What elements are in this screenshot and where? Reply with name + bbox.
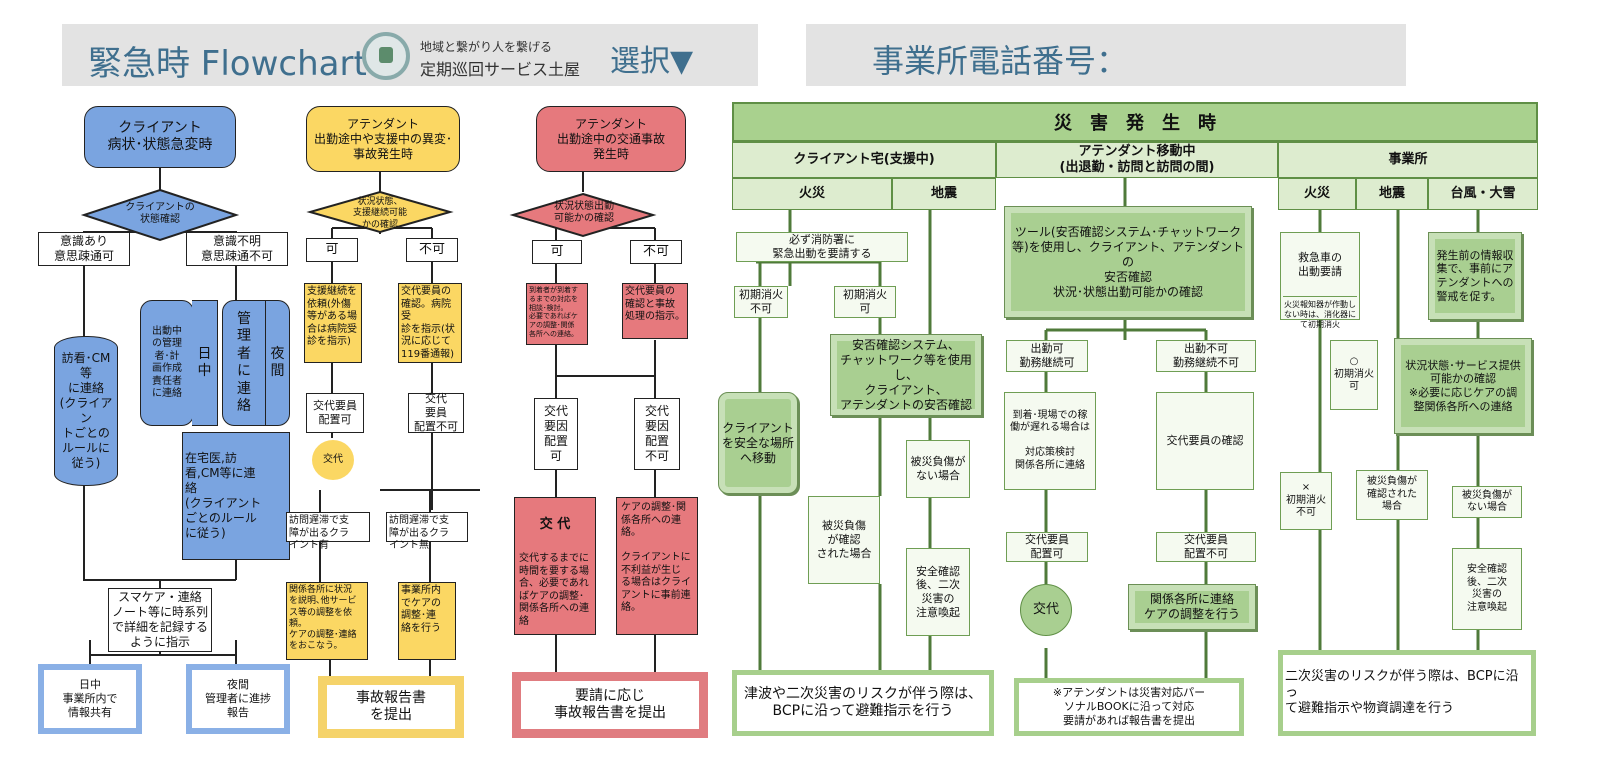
traffic-swap-card: 交 代 交代するまでに 時間を要する場 合、必要であれ ばケアの調整･ 関係各所… [514, 497, 596, 635]
traffic-report: 要請に応じ 事故報告書を提出 [512, 672, 708, 738]
office-alert: 安全確認 後、二次 災害の 注意喚起 [1452, 548, 1522, 630]
attendant-swap: 交代 [312, 440, 354, 480]
traffic-start: アテンダント 出勤途中の交通事故 発生時 [536, 106, 686, 172]
tagline: 地域と繋がり人を繋げる [420, 40, 553, 54]
select-dropdown[interactable]: 選択▼ [610, 44, 694, 79]
client-nurse-contact: 訪看･CM 等 に連絡 (クライアン トごとの ルールに 従う) [54, 336, 118, 486]
traffic-no-note: 交代要員の 確認と事故 処理の指示。 [622, 283, 688, 339]
attendant-sub-ok: 交代要員 配置可 [306, 393, 364, 433]
client-night: 夜 間 [266, 300, 290, 426]
attendant-note-yes: 関係各所に状況 を説明､他サービ ス等の調整を依 頼。 ケアの調整･連絡 をおこ… [286, 582, 368, 660]
injury-yes: 被災負傷 が確認 された場合 [808, 496, 880, 584]
brand-name: 定期巡回サービス土屋 [420, 60, 581, 79]
office-injury-no: 被災負傷が ない場合 [1452, 486, 1522, 518]
attendant-late-no: 訪問遅滞で支 障が出るクラ イント無 [386, 512, 468, 551]
traffic-factor-ng: 交代 要因 配置 不可 [634, 398, 680, 470]
injury-no: 被災負傷が ない場合 [906, 440, 970, 498]
traffic-yes-note: 到着者が到着す るまでの対応を 相談･検討。 必要であればケ アの調整･関係 各… [526, 283, 588, 345]
sub-check: 交代要員の確認 [1156, 392, 1254, 490]
fire-ng: 初期消火 不可 [734, 286, 788, 318]
sub-ng: 交代要員 配置不可 [1156, 532, 1256, 562]
client-day: 日 中 [192, 300, 218, 426]
traffic-care: ケアの調整･関 係各所への連 絡。 クライアントに 不利益が生じ る場合はクライ… [616, 497, 698, 635]
traffic-swap-title: 交 代 [539, 516, 571, 532]
client-unconscious: 意識不明 意思疎通不可 [186, 232, 288, 266]
attendant-start: アテンダント 出勤途中や支援中の異変･ 事故発生時 [306, 106, 460, 172]
safety-alert: 安全確認 後、二次 災害の 注意喚起 [906, 548, 970, 636]
attendant-late-yes: 訪問遅滞で支 障が出るクラ イント有 [286, 512, 370, 551]
house-logo-icon [362, 32, 410, 80]
attendant-yes-note: 支援継続を 依頼(外傷 等がある場 合は病院受 診を指示) [304, 283, 362, 363]
client-start: クライアント 病状･状態急変時 [84, 106, 236, 168]
page-title: 緊急時 Flowchart [88, 44, 367, 84]
cannot-go: 出勤不可 勤務継続不可 [1156, 340, 1256, 372]
traffic-no: 不可 [630, 240, 682, 264]
attendant-yes: 可 [306, 238, 358, 262]
attendant-report: 事故報告書 を提出 [318, 676, 464, 738]
traffic-yes: 可 [532, 240, 582, 264]
prepare: 発生前の情報収 集で、事前にア テンダントへの 警戒を促す。 [1428, 232, 1522, 320]
traffic-check: 状況状態出勤 可能かの確認 [554, 200, 614, 225]
disaster-title: 災 害 発 生 時 [732, 102, 1538, 142]
service-check: 状況状態･サービス提供 可能かの確認 ※必要に応じケアの調 整関係各所への連絡 [1394, 338, 1532, 434]
office-fire-ng: × 初期消火 不可 [1280, 472, 1332, 530]
col-moving-header: アテンダント移動中 (出退勤・訪問と訪問の間) [996, 142, 1278, 178]
traffic-factor-ok: 交代 要因 配置 可 [534, 398, 578, 470]
can-go: 出勤可 勤務継続可 [1006, 340, 1088, 372]
client-share-day: 日中 事業所内で 情報共有 [38, 664, 142, 734]
client-quake-header: 地震 [892, 178, 996, 210]
fire-call: 必ず消防署に 緊急出動を要請する [736, 232, 908, 262]
attendant-check: 状況状態、 支援継続可能 かの確認 [352, 197, 407, 230]
client-bottom: 津波や二次災害のリスクが伴う際は、 BCPに沿って避難指示を行う [732, 670, 994, 736]
client-check: クライアントの 状態確認 [125, 201, 195, 226]
swap-circle: 交代 [1020, 584, 1072, 636]
sub-ok: 交代要員 配置可 [1006, 532, 1088, 562]
attendant-note-no: 事業所内 でケアの 調整･連 絡を行う [398, 582, 456, 660]
fire-ok: 初期消火 可 [834, 286, 896, 318]
late-arrival: 到着･現場での稼 働が遅れる場合は 対応策検討 関係各所に連絡 [1004, 392, 1096, 490]
ambulance-card: 救急車の 出動要請 火災報知器が作動し ない時は、消化器に て初期消火 [1280, 232, 1360, 329]
client-manager: 管 理 者 に 連 絡 [222, 300, 266, 426]
phone-bar: 事業所電話番号： [806, 24, 1406, 86]
client-record: スマケア・連絡 ノート等に時系列 で詳細を記録する ように指示 [108, 588, 212, 652]
tool-check: ツール(安否確認システム･チャットワーク 等)を使用し、クライアント、アテンダン… [1004, 206, 1252, 318]
alarm-note: 火災報知器が作動し ない時は、消化器に て初期消火 [1283, 296, 1357, 330]
client-fire-header: 火災 [732, 178, 892, 210]
client-conscious: 意識あり 意思疎通可 [38, 232, 130, 266]
contact-all: 関係各所に連絡 ケアの調整を行う [1128, 584, 1256, 630]
phone-label: 事業所電話番号： [872, 42, 1129, 80]
office-quake-header: 地震 [1356, 178, 1428, 210]
header-bar: 緊急時 Flowchart 地域と繋がり人を繋げる 定期巡回サービス土屋 選択▼ [62, 24, 758, 86]
safety-system: 安否確認システム、 チャットワーク等を使用し、 クライアント、 アテンダントの安… [830, 334, 982, 416]
office-typhoon-header: 台風・大雪 [1428, 178, 1538, 210]
col-client-header: クライアント宅(支援中) [732, 142, 996, 178]
attendant-no: 不可 [406, 238, 458, 262]
office-fire-header: 火災 [1278, 178, 1356, 210]
office-fire-ok: ○ 初期消火 可 [1330, 340, 1378, 410]
col-office-header: 事業所 [1278, 142, 1538, 178]
office-bottom: 二次災害のリスクが伴う際は、BCPに沿っ て避難指示や物資調達を行う [1278, 650, 1536, 736]
moving-bottom: ※アテンダントは災害対応パー ソナルBOOKに沿って対応 要請があれば報告書を提… [1014, 678, 1244, 736]
client-share-night: 夜間 管理者に進捗 報告 [186, 664, 290, 734]
client-home-doctor: 在宅医,訪 看,CM等に連 絡 (クライアント ごとのルール に従う) [182, 432, 290, 560]
attendant-sub-ng: 交代 要員 配置不可 [408, 392, 464, 433]
traffic-swap-body: 交代するまでに 時間を要する場 合、必要であれ ばケアの調整･ 関係各所への連 … [519, 553, 589, 627]
attendant-no-note: 交代要員の 確認。病院受 診を指示(状 況に応じて 119番通報) [398, 283, 462, 363]
ambulance-request: 救急車の 出動要請 [1298, 250, 1342, 278]
office-injury-yes: 被災負傷が 確認された 場合 [1356, 470, 1428, 520]
client-day-inner: 出動中 の管理 者･計 画作成 責任者 に連絡 [140, 300, 194, 426]
evacuate-client: クライアント を安全な場所 へ移動 [718, 392, 798, 494]
